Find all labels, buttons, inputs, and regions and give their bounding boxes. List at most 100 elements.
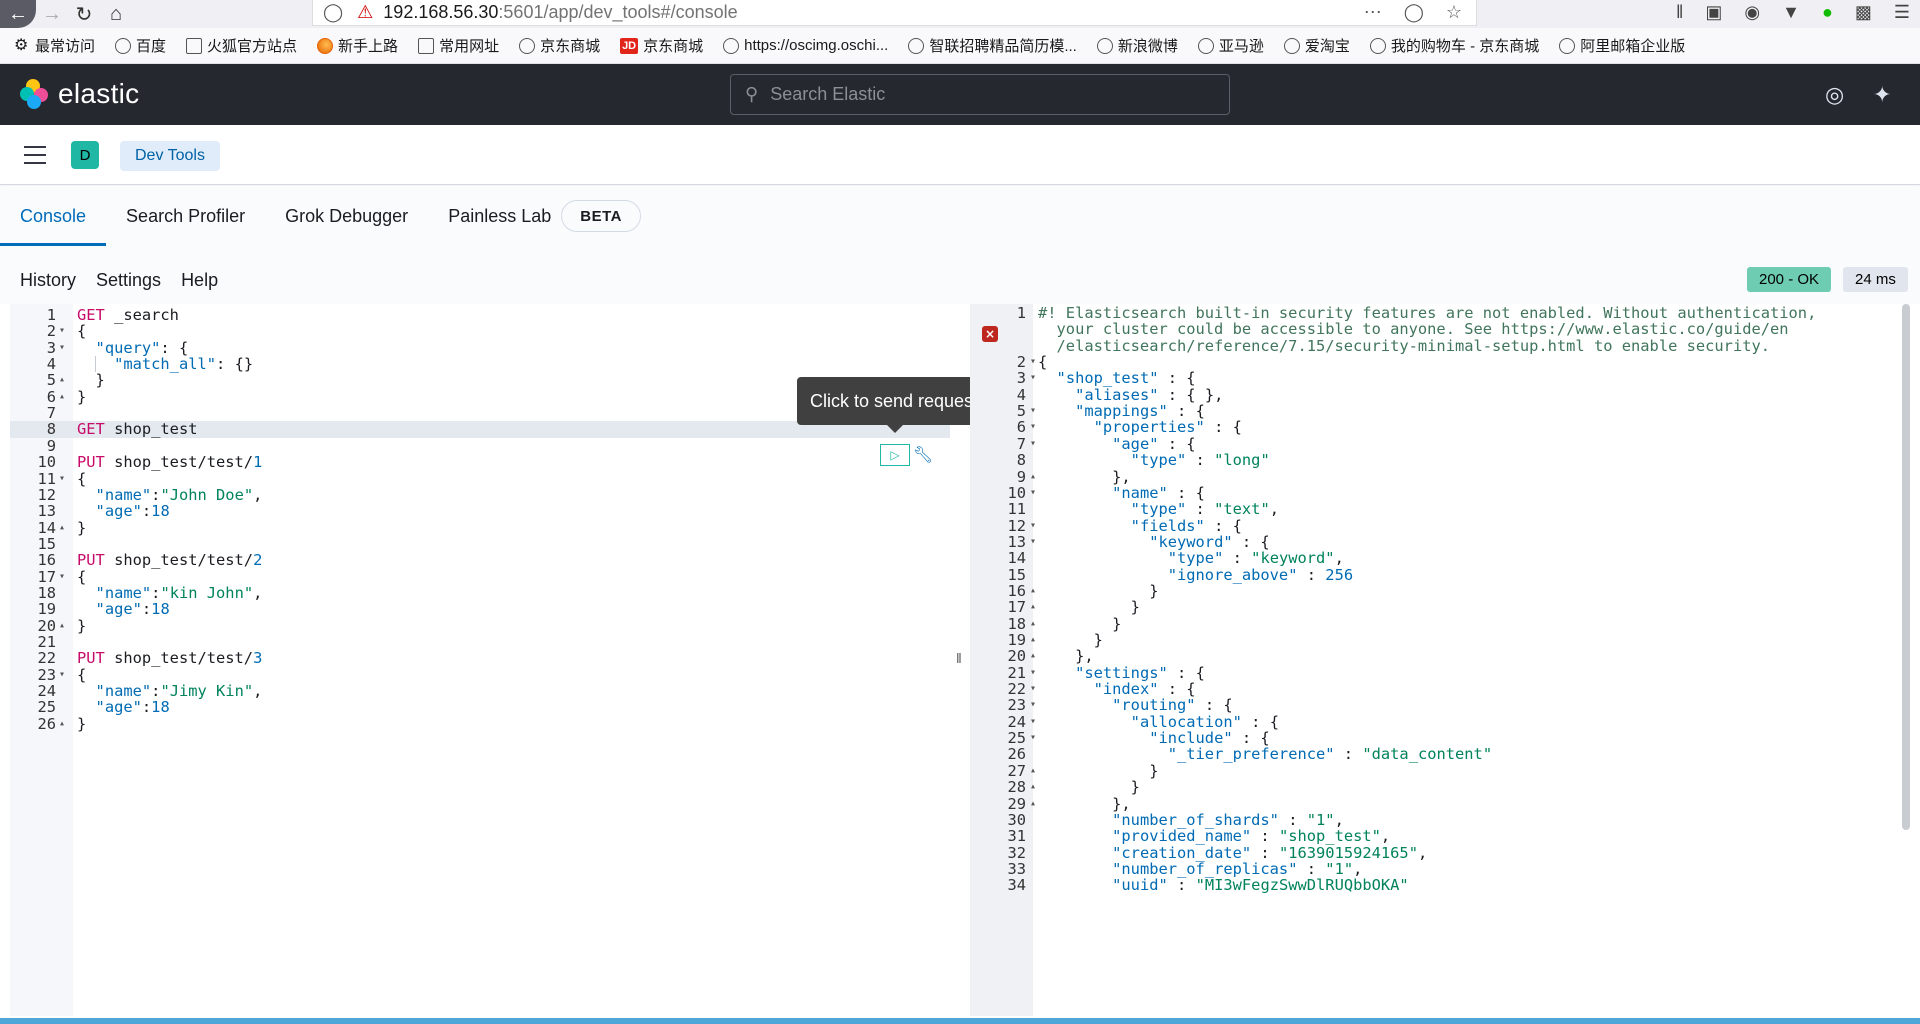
fold-arrow-icon[interactable]: ▴ xyxy=(1030,634,1037,645)
search-elastic-input[interactable]: ⚲ Search Elastic xyxy=(730,74,1230,115)
fold-arrow-icon[interactable]: ▾ xyxy=(59,668,66,680)
reload-icon[interactable]: ↻ xyxy=(75,3,93,26)
globe-icon xyxy=(1369,37,1386,54)
request-code: GET shop_test xyxy=(77,420,198,439)
response-scrollbar[interactable] xyxy=(1902,304,1910,830)
bookmark-item[interactable]: 百度 xyxy=(115,35,166,56)
home-icon[interactable]: ⌂ xyxy=(109,2,123,25)
bookmark-item[interactable]: 智联招聘精品简历模... xyxy=(908,35,1077,56)
fold-arrow-icon[interactable]: ▴ xyxy=(1030,601,1037,613)
pocket-icon[interactable]: ◯ xyxy=(1403,2,1424,22)
fold-arrow-icon[interactable]: ▾ xyxy=(1030,732,1037,744)
url-bar[interactable]: ◯ ⚠ 192.168.56.30:5601/app/dev_tools#/co… xyxy=(312,0,1477,26)
sidebar-icon[interactable]: ▣ xyxy=(1705,2,1723,22)
breadcrumb-dev-tools[interactable]: Dev Tools xyxy=(120,141,220,171)
fold-arrow-icon[interactable]: ▴ xyxy=(1030,584,1037,596)
fold-arrow-icon[interactable]: ▾ xyxy=(1030,356,1037,368)
tab-console[interactable]: Console xyxy=(0,186,107,246)
account-icon[interactable]: ◉ xyxy=(1744,2,1761,22)
fold-arrow-icon[interactable]: ▴ xyxy=(1030,781,1037,793)
wrench-icon[interactable]: 🔧︎ xyxy=(912,447,934,464)
send-request-play-icon[interactable]: ▷ xyxy=(880,444,910,466)
back-arrow-icon[interactable]: ← xyxy=(0,0,36,28)
settings-link[interactable]: Settings xyxy=(96,270,162,290)
fold-arrow-icon[interactable]: ▴ xyxy=(59,390,66,402)
bookmark-item[interactable]: 火狐官方站点 xyxy=(186,35,297,56)
response-line: 28▴ } xyxy=(970,779,1890,796)
fold-arrow-icon[interactable]: ▴ xyxy=(59,374,66,386)
fold-arrow-icon[interactable]: ▾ xyxy=(59,341,66,353)
fold-arrow-icon[interactable]: ▾ xyxy=(1030,683,1037,695)
fold-arrow-icon[interactable]: ▾ xyxy=(1030,486,1037,498)
jd-icon: JD xyxy=(620,37,639,54)
bookmark-item[interactable]: 新手上路 xyxy=(317,35,398,56)
bookmark-item[interactable]: 我的购物车 - 京东商城 xyxy=(1369,35,1539,56)
fold-arrow-icon[interactable]: ▾ xyxy=(1030,699,1037,711)
bookmark-item[interactable]: 常用网址 xyxy=(418,35,499,56)
bookmark-item[interactable]: 京东商城 xyxy=(519,35,600,56)
newsfeed-icon[interactable]: ✦ xyxy=(1873,82,1892,107)
fold-arrow-icon[interactable]: ▴ xyxy=(59,717,66,729)
bookmark-item[interactable]: ⚙最常访问 xyxy=(14,35,95,56)
line-number: 21 xyxy=(1007,663,1026,682)
elastic-logo[interactable]: elastic xyxy=(20,78,139,110)
bookmark-item[interactable]: 阿里邮箱企业版 xyxy=(1559,35,1685,56)
help-link[interactable]: Help xyxy=(181,270,219,290)
response-line: 2▾{ xyxy=(970,354,1890,371)
bookmark-item[interactable]: 新浪微博 xyxy=(1096,35,1178,56)
line-number: 7 xyxy=(1016,434,1026,453)
url-host: 192.168.56.30 xyxy=(383,2,499,22)
line-number: 19 xyxy=(37,600,56,619)
response-code: "settings" : { xyxy=(1075,663,1205,682)
history-link[interactable]: History xyxy=(20,270,77,290)
help-icon[interactable]: ◎ xyxy=(1825,82,1845,107)
more-icon[interactable]: ⋯ xyxy=(1363,2,1382,22)
tab-search-profiler[interactable]: Search Profiler xyxy=(126,205,246,226)
space-avatar[interactable]: D xyxy=(71,141,99,169)
translate-icon[interactable]: ▩ xyxy=(1854,2,1872,22)
breadcrumb-bar: D Dev Tools xyxy=(0,125,1920,185)
fold-arrow-icon[interactable]: ▾ xyxy=(59,570,66,582)
fold-arrow-icon[interactable]: ▾ xyxy=(1030,666,1037,678)
star-icon[interactable]: ☆ xyxy=(1445,2,1462,22)
response-code: "mappings" : { xyxy=(1075,402,1205,421)
fold-arrow-icon[interactable]: ▾ xyxy=(59,325,66,337)
line-number: 22 xyxy=(1007,680,1026,699)
forward-arrow-icon[interactable]: → xyxy=(42,2,62,25)
bookmark-item[interactable]: 亚马逊 xyxy=(1197,35,1264,56)
request-line: 19 "age":18 xyxy=(10,600,950,619)
tab-painless-lab[interactable]: Painless Lab BETA xyxy=(428,186,641,246)
fold-arrow-icon[interactable]: ▴ xyxy=(59,521,66,533)
fold-arrow-icon[interactable]: ▾ xyxy=(1030,405,1037,417)
fold-arrow-icon[interactable]: ▾ xyxy=(1030,421,1037,433)
fold-arrow-icon[interactable]: ▾ xyxy=(59,472,66,484)
hamburger-menu-icon[interactable] xyxy=(24,146,46,164)
download-icon[interactable]: ● xyxy=(1821,2,1833,22)
fold-arrow-icon[interactable]: ▾ xyxy=(1030,437,1037,449)
fold-arrow-icon[interactable]: ▾ xyxy=(1030,535,1037,547)
fold-arrow-icon[interactable]: ▴ xyxy=(1030,617,1037,629)
bookmark-item[interactable]: https://oscimg.oschi... xyxy=(723,37,888,54)
line-number: 8 xyxy=(46,420,56,439)
fold-arrow-icon[interactable]: ▴ xyxy=(1030,470,1037,482)
tab-grok-debugger[interactable]: Grok Debugger xyxy=(285,205,409,226)
fold-arrow-icon[interactable]: ▾ xyxy=(1030,519,1037,531)
pane-resizer-handle[interactable]: ‖ xyxy=(956,650,962,666)
library-icon[interactable]: ‖ xyxy=(1675,2,1684,22)
bookmark-item[interactable]: 爱淘宝 xyxy=(1283,35,1350,56)
response-code: "type" : "keyword", xyxy=(1167,549,1344,568)
fold-arrow-icon[interactable]: ▴ xyxy=(1030,650,1037,662)
line-number: 1 xyxy=(46,306,56,324)
line-number: 3 xyxy=(1016,369,1026,388)
menu-icon[interactable]: ☰ xyxy=(1893,2,1910,22)
search-placeholder: Search Elastic xyxy=(770,84,886,104)
extension-icon[interactable]: ▼ xyxy=(1782,2,1800,22)
fold-arrow-icon[interactable]: ▴ xyxy=(59,619,66,631)
line-number: 6 xyxy=(1016,418,1026,437)
fold-arrow-icon[interactable]: ▾ xyxy=(1030,715,1037,727)
fold-arrow-icon[interactable]: ▴ xyxy=(1030,764,1037,776)
fold-arrow-icon[interactable]: ▾ xyxy=(1030,372,1037,384)
fold-arrow-icon[interactable]: ▴ xyxy=(1030,797,1037,809)
